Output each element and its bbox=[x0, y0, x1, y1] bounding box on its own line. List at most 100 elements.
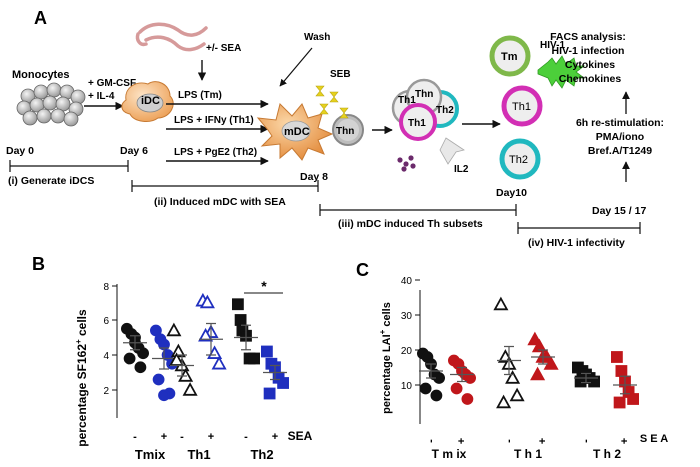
b-sea-label: SEA bbox=[288, 429, 313, 443]
panel-b-point-3-4 bbox=[211, 355, 227, 370]
panel-b-ylabel: percentage SF162+ cells bbox=[74, 309, 89, 447]
panel-c-point-5-1 bbox=[615, 365, 628, 377]
panel-b-errorbar-0 bbox=[130, 335, 140, 351]
c-group-tmix: T m ix bbox=[432, 447, 467, 461]
panel-a-letter: A bbox=[34, 8, 47, 28]
th1-cell-icon bbox=[501, 85, 543, 127]
panel-c-plot bbox=[416, 296, 639, 409]
panel-b-yticks: 2 4 6 8 bbox=[103, 282, 117, 397]
panel-c-point-2-0 bbox=[493, 296, 509, 311]
panel-c-point-2-4 bbox=[509, 387, 525, 402]
panel-b: B percentage SF162+ cells 2 4 6 8 * - + … bbox=[32, 254, 313, 462]
step1-label: (i) Generate iDCS bbox=[8, 175, 94, 187]
panel-b-xlabels: - + - + - + SEA Tmix Th1 Th2 bbox=[133, 429, 313, 462]
hiv-label: HIV-1 bbox=[540, 40, 565, 51]
day10-label: Day10 bbox=[496, 187, 527, 199]
panel-b-point-1-7 bbox=[158, 389, 170, 402]
panel-c-point-2-5 bbox=[496, 394, 512, 409]
panel-c-ylabel-sup: + bbox=[378, 329, 387, 334]
panel-b-errorbar-3 bbox=[206, 322, 216, 356]
panel-c-ytick-30: 30 bbox=[401, 311, 413, 322]
schistosome-icon bbox=[135, 22, 208, 52]
lps-th2-label: LPS + PgE2 (Th2) bbox=[174, 147, 257, 158]
panel-b-point-5-0 bbox=[260, 345, 273, 358]
panel-c-ylabel: percentage LAI+ cells bbox=[378, 302, 393, 414]
il2-arrow bbox=[439, 137, 465, 165]
timeline-brackets bbox=[9, 160, 641, 234]
panel-b-point-4-5 bbox=[234, 314, 247, 326]
panel-c-yticks: 10 20 30 40 bbox=[401, 276, 420, 392]
cluster-th1-label: Th1 bbox=[408, 118, 426, 129]
panel-c-point-0-5 bbox=[419, 382, 432, 395]
arrow-wash bbox=[279, 47, 313, 87]
panel-c-ytick-20: 20 bbox=[401, 346, 413, 357]
panel-c-xlabels: - + - + - + S E A T m ix T h 1 T h 2 bbox=[425, 433, 668, 461]
panel-b-point-1-5 bbox=[152, 373, 165, 386]
b-group-tmix: Tmix bbox=[135, 447, 166, 462]
panel-b-point-3-1 bbox=[199, 294, 215, 309]
c-th2-minus: - bbox=[580, 439, 592, 443]
cluster-thn-label: Thn bbox=[415, 89, 433, 100]
panel-b-errorbar-1 bbox=[159, 347, 169, 370]
panel-b-point-4-4 bbox=[248, 352, 261, 365]
panel-b-ylabel-sup: + bbox=[74, 339, 83, 344]
restim-title: 6h re-stimulation: bbox=[576, 117, 664, 129]
c-th2-plus: + bbox=[619, 438, 631, 444]
gmcsf-label: + GM-CSF bbox=[88, 78, 136, 89]
panel-c-errorbar-5 bbox=[620, 375, 630, 395]
panel-b-errorbar-5 bbox=[270, 364, 280, 381]
panel-c-ylabel-text: percentage LAI bbox=[381, 334, 393, 413]
panel-b-point-0-4 bbox=[137, 347, 150, 360]
panel-b-ytick-4: 4 bbox=[103, 351, 109, 362]
il2-label: IL2 bbox=[454, 164, 469, 175]
panel-c-errorbar-4 bbox=[581, 372, 591, 384]
idc-cell-icon bbox=[121, 81, 174, 122]
day0-label: Day 0 bbox=[6, 145, 34, 157]
c-tmix-minus: - bbox=[425, 439, 437, 443]
lps-th1-label: LPS + IFNy (Th1) bbox=[174, 115, 254, 126]
thn-cell-icon bbox=[332, 114, 364, 146]
panel-c-ytick-40: 40 bbox=[401, 276, 413, 287]
lps-tm-label: LPS (Tm) bbox=[178, 90, 222, 101]
panel-c-errorbar-0 bbox=[426, 363, 436, 379]
monocytes-label: Monocytes bbox=[12, 69, 69, 81]
c-group-th2: T h 2 bbox=[593, 447, 621, 461]
panel-c-point-1-4 bbox=[464, 372, 477, 384]
monocytes-cluster-icon bbox=[16, 82, 86, 127]
panel-b-point-0-6 bbox=[134, 361, 147, 374]
day6-label: Day 6 bbox=[120, 145, 148, 157]
panel-b-ytick-6: 6 bbox=[103, 316, 109, 327]
panel-b-point-4-0 bbox=[231, 298, 244, 311]
mdc-cell-icon bbox=[256, 103, 334, 161]
panel-c-ytick-10: 10 bbox=[401, 381, 413, 392]
panel-b-significance-star: * bbox=[261, 278, 267, 294]
hiv-virus-icon bbox=[537, 55, 586, 89]
panel-b-errorbar-4 bbox=[241, 324, 251, 351]
seb-toxin-icon bbox=[315, 85, 349, 119]
panel-b-point-2-0 bbox=[166, 322, 182, 337]
panel-c-point-3-1 bbox=[531, 338, 547, 353]
c-th1-minus: - bbox=[503, 439, 515, 443]
th-cell-cluster bbox=[391, 78, 459, 141]
panel-c-point-5-4 bbox=[627, 393, 639, 405]
step3-label: (iii) mDC induced Th subsets bbox=[338, 218, 483, 230]
cluster-th-label: Th1 bbox=[398, 95, 416, 106]
panel-c-point-0-6 bbox=[430, 389, 443, 402]
b-th2-plus: + bbox=[272, 431, 278, 443]
facs-hiv: HIV-1 infection bbox=[552, 45, 625, 57]
thn-label: Thn bbox=[336, 126, 354, 137]
tm-cell-icon bbox=[489, 35, 531, 77]
panel-b-ytick-2: 2 bbox=[103, 386, 109, 397]
cluster-th2-label: Th2 bbox=[436, 105, 454, 116]
th2-cell-icon bbox=[499, 138, 541, 180]
restim-pma: PMA/iono bbox=[596, 131, 644, 143]
panel-b-errorbar-2 bbox=[177, 354, 187, 377]
panel-c-errorbar-2 bbox=[504, 345, 514, 376]
panel-c-ylabel-suffix: cells bbox=[381, 302, 393, 330]
panel-b-plot bbox=[121, 292, 290, 402]
panel-b-ytick-8: 8 bbox=[103, 282, 109, 293]
facs-cytokines: Cytokines bbox=[565, 59, 615, 71]
facs-title: FACS analysis: bbox=[550, 31, 626, 43]
panel-b-ylabel-text: percentage SF162 bbox=[75, 344, 89, 447]
b-th1-minus: - bbox=[180, 431, 184, 443]
